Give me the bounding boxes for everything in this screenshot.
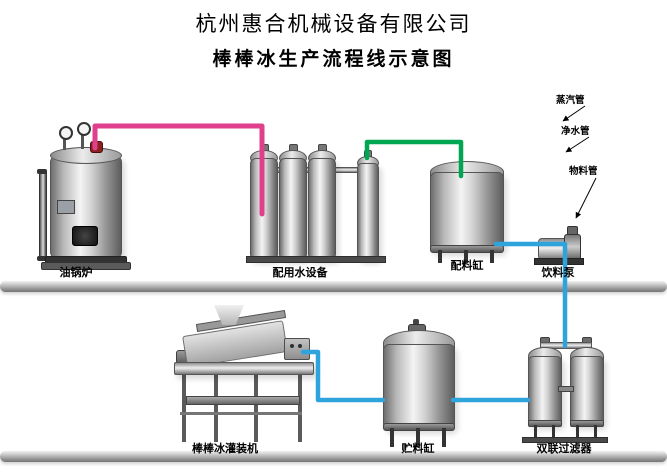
clean-water-pipe-arrow: [565, 136, 590, 153]
duplex-filter-label: 双联过滤器: [536, 443, 592, 455]
filter-column: [279, 158, 307, 260]
company-title: 杭州惠合机械设备有限公司: [195, 12, 472, 36]
boiler-sight-glass: [39, 172, 47, 260]
storage-tank-body: [383, 344, 455, 430]
control-console: [284, 338, 310, 360]
hopper-icon: [214, 305, 244, 325]
mixing-tank-body: [430, 172, 504, 252]
beverage-pump-label: 饮料泵: [541, 267, 575, 279]
filling-machine-label: 棒棒冰灌装机: [192, 443, 258, 455]
pressure-gauge-icon: [77, 122, 91, 136]
material-pipe-arrow: [575, 177, 597, 219]
filter-column: [308, 158, 336, 260]
boiler-label: 油锅炉: [59, 267, 93, 279]
filter-vessel: [570, 356, 604, 426]
filter-column: [250, 158, 278, 260]
water-treatment-label: 配用水设备: [272, 267, 328, 279]
material-pipe-storage-to-filler: [300, 349, 386, 403]
steam-valve-icon: [90, 141, 103, 153]
polishing-column: [357, 163, 379, 260]
upper-floor-rail: [0, 281, 667, 292]
steam-pipe-label: 蒸汽管: [556, 95, 585, 106]
filter-vessel: [528, 356, 562, 426]
boiler-panel: [57, 200, 75, 214]
clean-water-pipe-label: 净水管: [561, 126, 590, 137]
diagram-title: 棒棒冰生产流程线示意图: [212, 49, 455, 70]
storage-tank-label: 贮料缸: [401, 443, 435, 455]
mixing-tank-label: 配料缸: [450, 260, 484, 272]
steam-pipe-arrow: [562, 105, 586, 122]
boiler-firebox: [72, 226, 98, 246]
pressure-gauge-icon: [59, 126, 73, 140]
boiler-top-cap: [50, 147, 122, 164]
lower-floor-rail: [0, 451, 667, 462]
machine-table: [174, 362, 314, 375]
material-pipe-label: 物料管: [569, 166, 598, 177]
